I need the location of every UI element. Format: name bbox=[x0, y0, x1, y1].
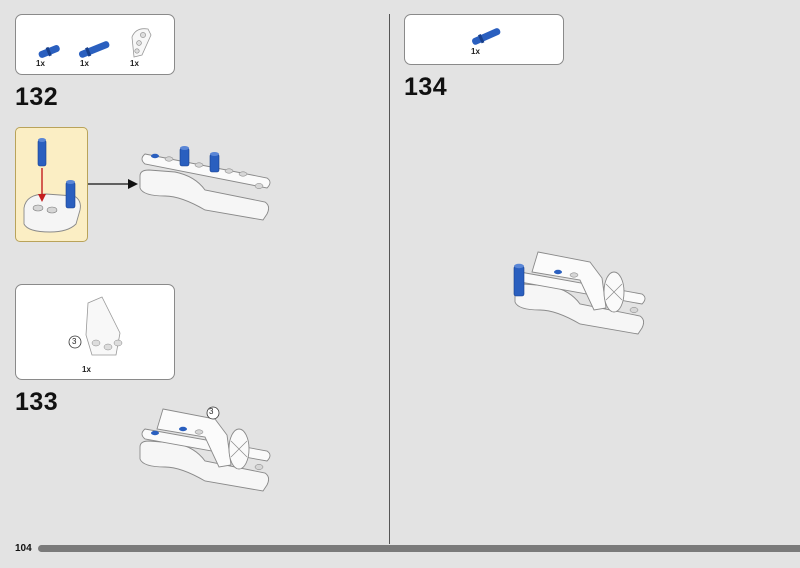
part-qty: 1x bbox=[471, 47, 480, 56]
part-qty: 1x bbox=[130, 59, 139, 68]
blue-short-pin-icon bbox=[38, 45, 60, 58]
assembly-step-132 bbox=[139, 146, 271, 221]
progress-bar bbox=[38, 545, 800, 552]
pointer-arrow bbox=[88, 179, 138, 189]
parts-box-step-134: 1x bbox=[404, 14, 564, 65]
step-number-133: 133 bbox=[15, 388, 59, 416]
parts-box-step-133: 3 1x bbox=[15, 284, 175, 380]
rotation-label: 3 bbox=[209, 407, 214, 416]
part-qty: 1x bbox=[82, 365, 91, 374]
rotation-label: 3 bbox=[72, 337, 77, 346]
callout-subassembly bbox=[15, 127, 88, 242]
assembly-step-133 bbox=[139, 406, 271, 492]
white-panel-icon bbox=[85, 296, 123, 356]
part-qty: 1x bbox=[36, 59, 45, 68]
blue-axle-pin-icon bbox=[472, 28, 501, 45]
callout-illustration bbox=[23, 138, 81, 233]
rotation-marker-icon bbox=[68, 335, 82, 349]
assembly-step-134 bbox=[513, 251, 646, 335]
page-number: 104 bbox=[15, 543, 32, 554]
step-number-134: 134 bbox=[404, 73, 448, 101]
page-divider bbox=[389, 14, 390, 544]
white-angled-beam-icon bbox=[131, 28, 152, 58]
part-qty: 1x bbox=[80, 59, 89, 68]
blue-long-pin-icon bbox=[78, 41, 110, 58]
parts-box-step-132: 1x 1x 1x bbox=[15, 14, 175, 75]
step-number-132: 132 bbox=[15, 83, 59, 111]
